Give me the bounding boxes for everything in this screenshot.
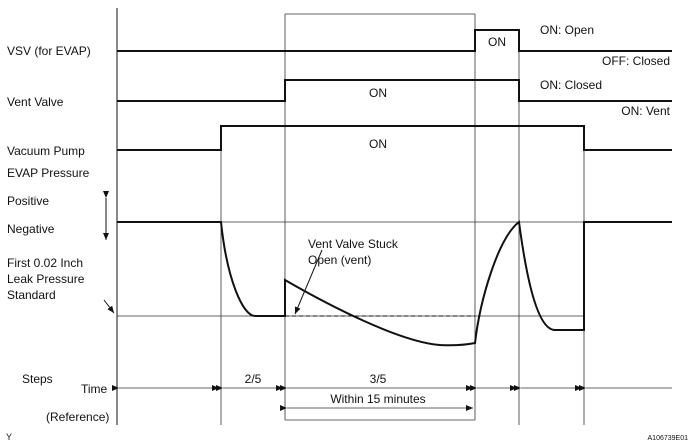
vacuum-pump-label: Vacuum Pump — [7, 144, 85, 158]
vent-vent-label: ON: Vent — [621, 104, 670, 118]
vsv-label: VSV (for EVAP) — [7, 44, 91, 58]
stuck-open-label-1: Vent Valve Stuck — [308, 237, 399, 251]
step-a-label: 2/5 — [245, 372, 262, 386]
evap-pressure-trace — [117, 220, 672, 347]
vsv-closed-label: OFF: Closed — [602, 54, 670, 68]
vacuum-pump-signal-trace — [117, 125, 672, 151]
within-15-minutes-label: Within 15 minutes — [330, 392, 425, 406]
vent-valve-label: Vent Valve — [7, 95, 64, 109]
vacuum-pump-on-label: ON — [369, 137, 387, 151]
leak-standard-label-1: First 0.02 Inch — [7, 256, 83, 270]
leak-standard-label-2: Leak Pressure — [7, 272, 85, 286]
step-b-label: 3/5 — [370, 372, 387, 386]
vent-valve-on-label: ON — [369, 86, 387, 100]
vsv-open-label: ON: Open — [540, 23, 594, 37]
leak-standard-pointer — [103, 299, 115, 314]
corner-left-label: Y — [6, 432, 12, 442]
vent-closed-label: ON: Closed — [540, 78, 602, 92]
vsv-on-label: ON — [488, 35, 506, 49]
stuck-open-label-2: Open (vent) — [308, 253, 371, 267]
time-label: Time — [81, 382, 108, 396]
figure-code-label: A106739E01 — [648, 435, 689, 442]
evap-pressure-label: EVAP Pressure — [7, 166, 90, 180]
stuck-open-pointer — [294, 249, 323, 315]
vsv-signal-trace — [117, 29, 672, 52]
positive-label: Positive — [7, 194, 49, 208]
steps-label: Steps — [22, 372, 53, 386]
reference-label: (Reference) — [46, 410, 109, 424]
negative-label: Negative — [7, 222, 55, 236]
leak-standard-label-3: Standard — [7, 288, 56, 302]
vent-valve-signal-trace — [117, 79, 672, 102]
